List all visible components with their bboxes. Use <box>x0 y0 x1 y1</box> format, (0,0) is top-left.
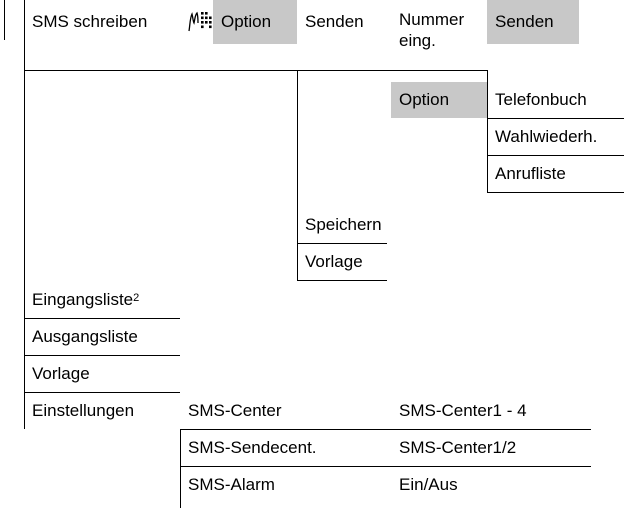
settings-value-sms-alarm: Ein/Aus <box>391 467 591 503</box>
header-senden-cell: Senden <box>297 0 387 44</box>
settings-row-sms-sendecent[interactable]: SMS-Sendecent. <box>180 430 387 466</box>
menu-item-vorlage-option[interactable]: Vorlage <box>297 244 397 280</box>
sms-center-label: SMS-Center <box>188 401 282 420</box>
sms-schreiben-label: SMS schreiben <box>32 12 148 31</box>
eingangsliste-divider <box>24 318 180 319</box>
ausgangsliste-divider <box>24 355 180 356</box>
settings-value-sms-center: SMS-Center1 - 4 <box>391 393 591 429</box>
sms-sendecent-label: SMS-Sendecent. <box>188 438 317 457</box>
menu-item-wahlwiederh[interactable]: Wahlwiederh. <box>487 119 624 155</box>
sms-schreiben-cell: SMS schreiben <box>24 0 180 44</box>
menu-item-einstellungen[interactable]: Einstellungen <box>24 393 180 429</box>
settings-value-sms-sendecent: SMS-Center1/2 <box>391 430 591 466</box>
senden-tree-vertical-line <box>297 70 298 280</box>
menu-item-telefonbuch[interactable]: Telefonbuch <box>487 82 624 118</box>
vorlage-divider <box>24 392 180 393</box>
number-option-softkey[interactable]: Option <box>391 82 487 118</box>
nummer-eing-cell: Nummer eing. <box>391 0 481 70</box>
sms-sendecent-value: SMS-Center1/2 <box>399 438 517 457</box>
keypad-input-icon <box>188 11 212 32</box>
speichern-divider <box>297 243 387 244</box>
menu-item-ausgangsliste[interactable]: Ausgangsliste <box>24 319 180 355</box>
header-underline <box>24 70 487 71</box>
header-senden-softkey[interactable]: Senden <box>487 0 579 44</box>
eingangsliste-footnote: 2 <box>133 292 140 304</box>
main-menu-vertical-line <box>24 0 25 429</box>
wahlwiederh-label: Wahlwiederh. <box>495 127 598 146</box>
speichern-label: Speichern <box>305 215 382 234</box>
menu-item-anrufliste[interactable]: Anrufliste <box>487 156 624 192</box>
einstellungen-label: Einstellungen <box>32 401 135 420</box>
vorlage-option-underline <box>297 280 387 281</box>
settings-divider-2 <box>180 466 591 467</box>
sms-alarm-value: Ein/Aus <box>399 475 458 494</box>
menu-item-speichern[interactable]: Speichern <box>297 207 397 243</box>
settings-divider-1 <box>180 429 591 430</box>
eingangsliste-label: Eingangsliste <box>32 290 134 309</box>
ausgangsliste-label: Ausgangsliste <box>32 327 138 346</box>
sms-alarm-label: SMS-Alarm <box>188 475 275 494</box>
number-tree-vertical-line <box>487 70 488 192</box>
frame-left-line <box>4 0 5 40</box>
sms-center-value: SMS-Center1 - 4 <box>399 401 527 420</box>
telefonbuch-divider <box>487 118 624 119</box>
header-option-label: Option <box>221 12 272 31</box>
anrufliste-underline <box>487 192 624 193</box>
menu-item-vorlage[interactable]: Vorlage <box>24 356 180 392</box>
settings-vertical-line <box>180 429 181 508</box>
vorlage-label: Vorlage <box>32 364 90 383</box>
header-option-softkey[interactable]: Option <box>213 0 297 44</box>
telefonbuch-label: Telefonbuch <box>495 90 587 109</box>
nummer-eing-label: Nummer eing. <box>399 10 465 50</box>
header-senden-label: Senden <box>305 12 364 31</box>
vorlage-option-label: Vorlage <box>305 252 363 271</box>
number-option-label: Option <box>399 90 450 109</box>
anrufliste-label: Anrufliste <box>495 164 566 183</box>
wahlwiederh-divider <box>487 155 624 156</box>
settings-row-sms-center[interactable]: SMS-Center <box>180 393 387 429</box>
settings-row-sms-alarm[interactable]: SMS-Alarm <box>180 467 387 503</box>
header-senden-right-label: Senden <box>495 12 554 31</box>
